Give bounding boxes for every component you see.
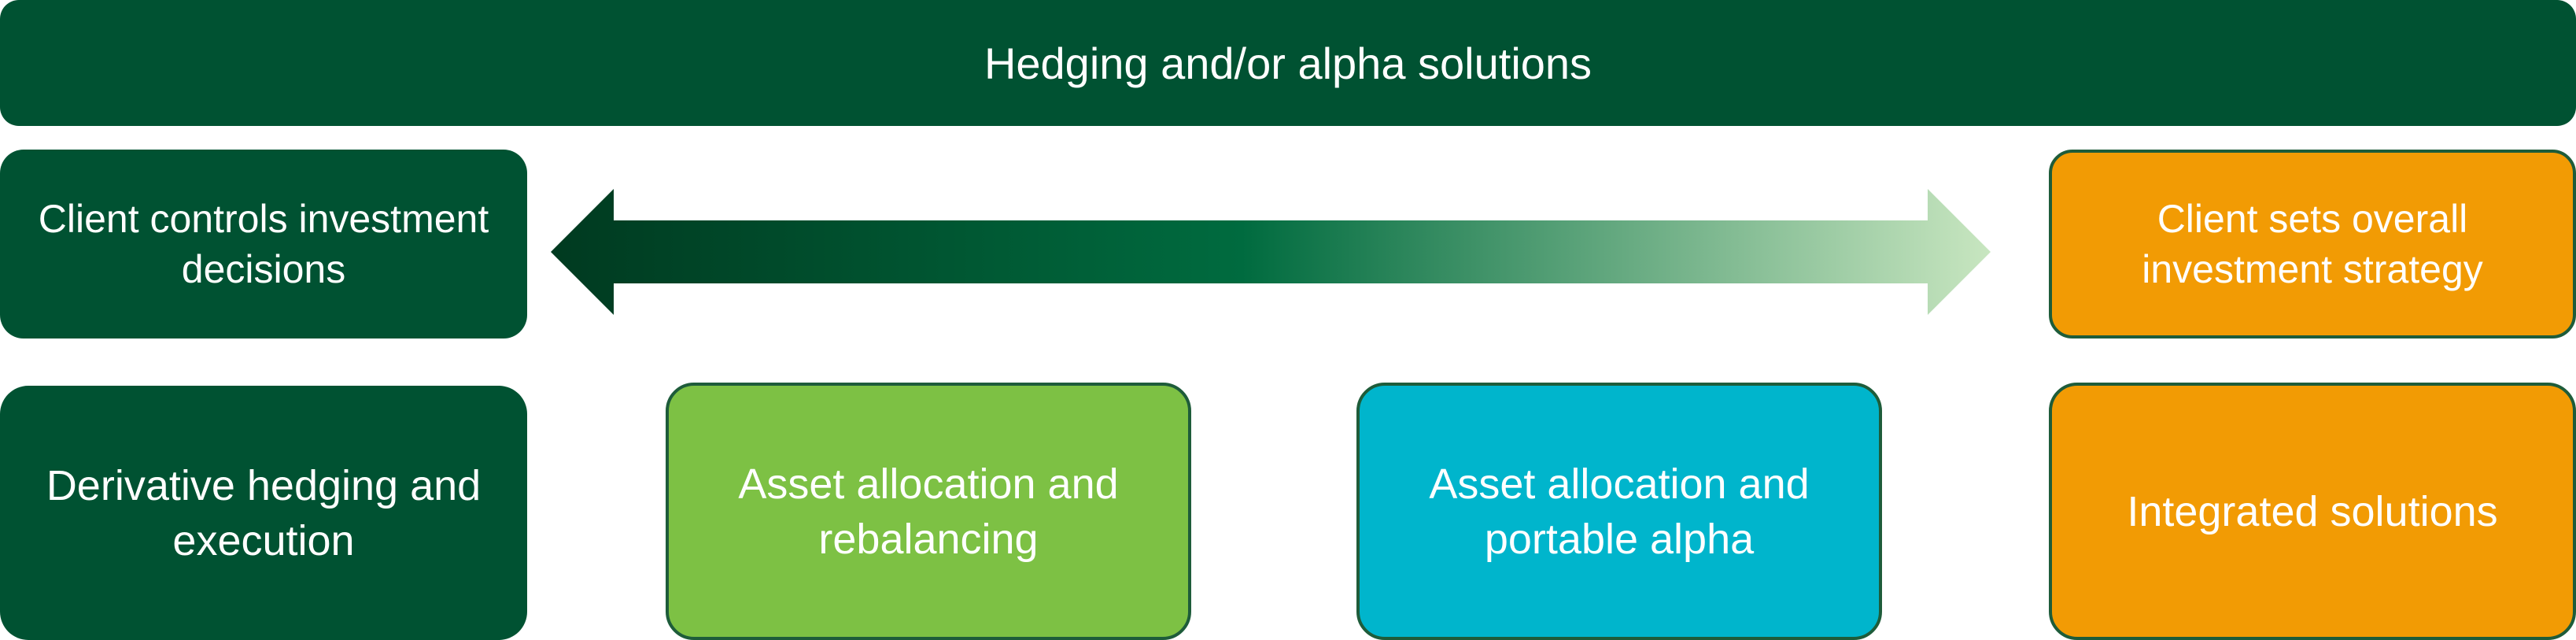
category-integrated-solutions: Integrated solutions: [2049, 383, 2576, 640]
arrow-shape: [551, 189, 1991, 315]
category-label: Asset allocation and rebalancing: [738, 460, 1119, 563]
header-banner: Hedging and/or alpha solutions: [0, 0, 2576, 126]
category-label: Asset allocation and portable alpha: [1429, 460, 1810, 563]
left-spectrum-label: Client controls investment decisions: [38, 197, 489, 291]
double-headed-arrow-icon: [551, 189, 1991, 315]
category-label: Integrated solutions: [2127, 487, 2498, 535]
category-label: Derivative hedging and execution: [46, 461, 482, 564]
header-title: Hedging and/or alpha solutions: [984, 38, 1592, 88]
right-spectrum-label-box: Client sets overall investment strategy: [2049, 150, 2576, 338]
category-asset-allocation-rebalancing: Asset allocation and rebalancing: [666, 383, 1191, 640]
category-derivative-hedging: Derivative hedging and execution: [0, 386, 527, 640]
category-asset-allocation-portable-alpha: Asset allocation and portable alpha: [1356, 383, 1882, 640]
left-spectrum-label-box: Client controls investment decisions: [0, 150, 527, 338]
right-spectrum-label: Client sets overall investment strategy: [2142, 197, 2483, 291]
